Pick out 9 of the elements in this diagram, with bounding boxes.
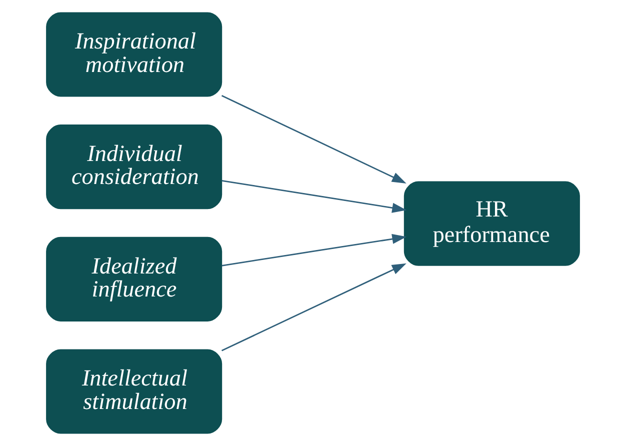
node-box: Individual consideration <box>46 124 222 210</box>
arrow <box>221 180 406 213</box>
arrow <box>220 95 406 184</box>
node-box: Intellectual stimulation <box>46 349 222 434</box>
arrow <box>220 263 406 352</box>
arrow <box>221 234 406 266</box>
node-box: Inspirational motivation <box>46 12 222 97</box>
node-box: Idealized influence <box>46 236 222 322</box>
node-box: HR performance <box>403 181 580 266</box>
